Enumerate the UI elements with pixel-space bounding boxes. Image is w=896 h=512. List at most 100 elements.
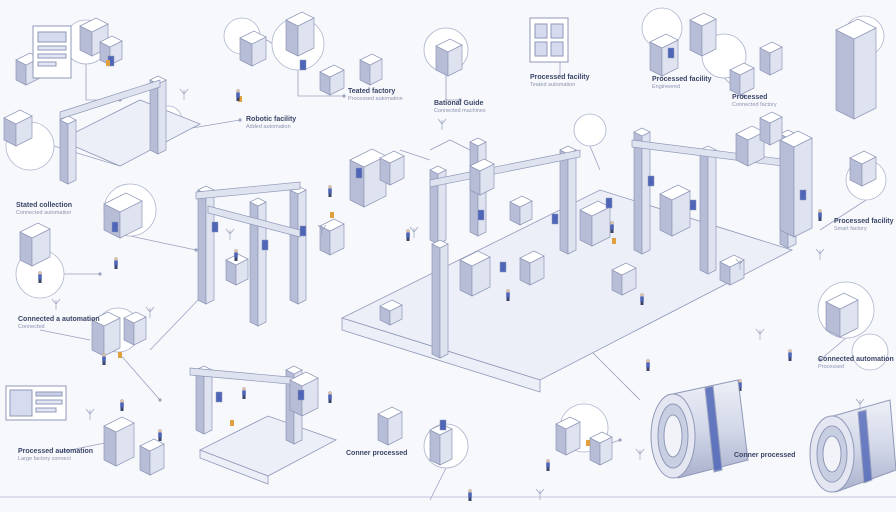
connector-line: [149, 299, 199, 351]
gantry-right-column-1: [633, 127, 651, 255]
worker-figure: [236, 89, 240, 101]
machine-top-7: [689, 12, 717, 57]
blue-accent-panel: [297, 389, 305, 401]
tree: [437, 118, 447, 130]
detail-bubble: [851, 333, 889, 371]
gantry-center-column-4: [431, 239, 449, 359]
machine-center-3: [459, 250, 491, 297]
tree: [815, 248, 825, 260]
connector-line: [819, 337, 847, 361]
caption-12: Conner processed: [346, 450, 407, 458]
blue-accent-panel: [299, 59, 307, 71]
machine-center-2: [379, 150, 405, 186]
blue-accent-panel: [111, 221, 119, 233]
left-platform: [199, 415, 337, 477]
caption-7: Stated collection Connected automation: [16, 202, 72, 217]
caption-5-title: Processed: [732, 94, 768, 101]
connector-node: [458, 98, 462, 102]
machine-far-left: [3, 109, 33, 147]
caption-9-title: Connected a automation: [18, 316, 100, 323]
tree: [179, 88, 189, 100]
caption-2-sub: Engineered: [652, 84, 681, 90]
connector-node: [618, 438, 622, 442]
machine-right-1: [735, 125, 765, 167]
connector-line: [297, 70, 344, 97]
caption-4-sub: Connected machines: [434, 108, 486, 114]
tree: [735, 258, 745, 270]
machine-bottom-4: [555, 416, 581, 456]
tree: [145, 306, 155, 318]
connector-node: [742, 94, 746, 98]
machine-top-9: [759, 41, 783, 76]
caption-9-sub: Connected: [18, 324, 45, 330]
worker-figure: [38, 271, 42, 283]
orange-accent: [586, 440, 590, 446]
caption-6: Robotic facility Added automation: [246, 116, 296, 131]
worker-figure: [646, 359, 650, 371]
tall-machine-top-right: [835, 18, 877, 120]
orange-accent: [238, 96, 242, 102]
caption-1-sub: Teated automation: [530, 82, 576, 88]
machine-top-1: [239, 30, 267, 67]
machine-center-5: [579, 200, 611, 247]
connector-line: [445, 72, 460, 101]
gantry-center-beam: [429, 149, 581, 188]
machine-bottom-2: [377, 406, 403, 446]
machine-right-5: [719, 254, 745, 286]
blue-accent-panel: [215, 391, 223, 403]
caption-13-title: Conner processed: [734, 452, 796, 459]
orange-accent: [106, 60, 110, 66]
connector-node: [194, 248, 198, 252]
tree: [225, 228, 235, 240]
blue-accent-panel: [211, 221, 219, 233]
caption-10-sub: Processed: [818, 364, 844, 370]
machine-left-2: [19, 222, 51, 267]
machine-bottom-left-1: [103, 416, 135, 467]
machine-top-4: [359, 53, 383, 86]
caption-10: Connected automation Processed: [818, 356, 894, 371]
blue-accent-panel: [499, 261, 507, 273]
orange-accent: [118, 352, 122, 358]
worker-figure: [158, 429, 162, 441]
blue-accent-panel: [355, 167, 363, 179]
connector-line: [819, 199, 867, 231]
connector-line: [399, 149, 431, 161]
machine-left-5: [225, 253, 249, 286]
machine-center-8: [509, 195, 533, 226]
caption-2-title: Processed facility: [652, 76, 712, 83]
caption-3: Teated factory Processed automation: [348, 88, 403, 103]
machine-left-6: [319, 218, 345, 256]
blue-accent-panel: [261, 239, 269, 251]
gantry-left-column-3: [289, 185, 307, 305]
trees: [51, 88, 865, 500]
connector-node: [238, 118, 242, 122]
machine-center-4: [519, 250, 545, 286]
worker-figure: [242, 387, 246, 399]
caption-7-sub: Connected automation: [16, 210, 72, 216]
screen-panel-top-left: [32, 25, 72, 79]
blue-accent-panel: [647, 175, 655, 187]
caption-11-sub: Large factory connect: [18, 456, 71, 462]
tree: [535, 488, 545, 500]
left-platform-edge: [199, 449, 269, 485]
tree: [85, 408, 95, 420]
gantry-left-column-2: [249, 197, 267, 327]
large-pipe-right: [809, 399, 896, 493]
caption-5-sub: Connected factory: [732, 102, 777, 108]
caption-8-title: Processed facility: [834, 218, 894, 225]
connector-line: [589, 145, 601, 171]
machine-top-3: [319, 64, 345, 96]
worker-figure: [468, 489, 472, 501]
caption-1: Processed facility Teated automation: [530, 74, 590, 89]
blue-accent-panel: [299, 225, 307, 237]
connector-line: [129, 235, 197, 251]
machine-center-9: [469, 158, 495, 196]
worker-figure: [234, 249, 238, 261]
worker-figure: [640, 293, 644, 305]
tree: [317, 224, 327, 236]
upper-left-column: [59, 115, 77, 185]
caption-1-title: Processed facility: [530, 74, 590, 81]
blue-accent-panel: [605, 197, 613, 209]
machine-center-10: [379, 299, 403, 326]
worker-figure: [328, 185, 332, 197]
